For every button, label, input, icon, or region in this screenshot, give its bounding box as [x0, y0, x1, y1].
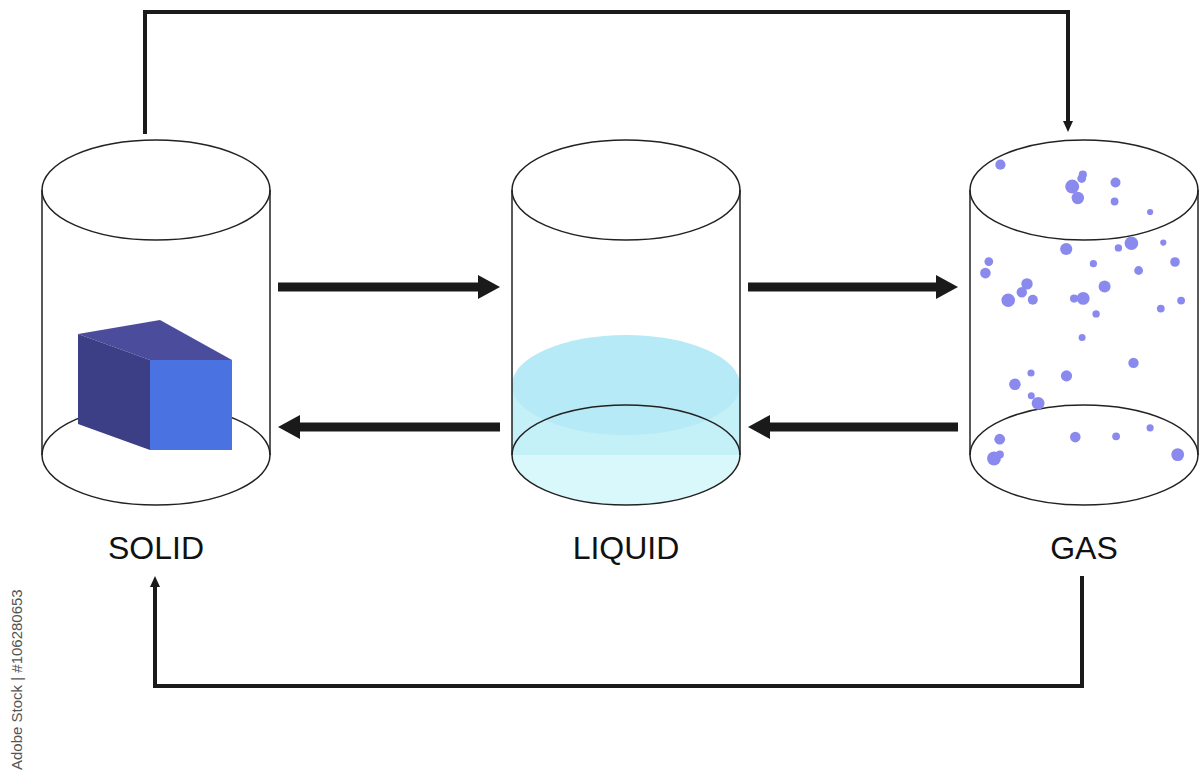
state-label: GAS: [968, 528, 1200, 568]
transition-arrow: [748, 275, 958, 299]
transition-arrow: [150, 576, 1082, 686]
watermark-text: Adobe Stock | #106280653: [8, 589, 26, 770]
state-cylinder: GAS: [968, 138, 1200, 572]
state-cylinder: SOLID: [40, 138, 272, 572]
cylinder-shape: [968, 138, 1200, 510]
transition-arrow: [145, 12, 1073, 134]
transition-arrow: [278, 275, 500, 299]
transition-arrow: [278, 415, 500, 439]
state-label: SOLID: [40, 528, 272, 568]
cylinder-shape: [510, 138, 742, 510]
transition-arrow: [748, 415, 958, 439]
state-label: LIQUID: [510, 528, 742, 568]
state-cylinder: LIQUID: [510, 138, 742, 572]
cylinder-shape: [40, 138, 272, 510]
